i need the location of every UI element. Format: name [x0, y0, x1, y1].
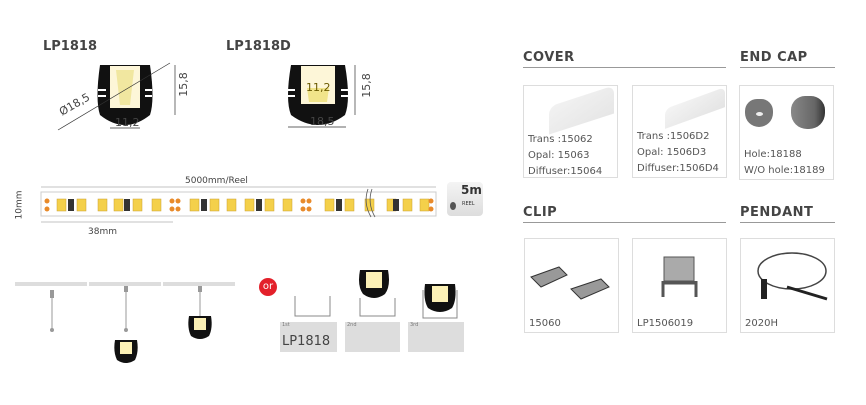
reel-icon	[450, 202, 456, 210]
lp1818d-height: 15,8	[359, 73, 373, 98]
section-title-cover: COVER	[523, 50, 726, 68]
or-badge: or	[259, 278, 277, 296]
led-strip-drawing	[40, 186, 437, 223]
clip-bracket-image	[661, 256, 698, 297]
cover-trans: Trans :15062	[528, 134, 593, 145]
lp1818-height: 15,8	[176, 72, 190, 97]
reel-badge: 5m REEL	[447, 182, 483, 216]
clip-mounting-drawing	[294, 270, 458, 319]
mounting-step-3: 3rd	[408, 322, 464, 352]
end-cap-hole-image	[745, 99, 773, 127]
cover-item-1506d2[interactable]: Trans :1506D2 Opal: 1506D3 Diffuser:1506…	[632, 85, 727, 178]
step-label: 2nd	[347, 322, 357, 328]
cover-diffuser: Diffuser:15064	[528, 166, 603, 177]
clip-item-lp1506019[interactable]: LP1506019	[632, 238, 727, 333]
cover-image	[665, 87, 725, 129]
cover-opal: Opal: 15063	[528, 150, 590, 161]
clip-code: LP1506019	[637, 318, 694, 329]
cover-trans: Trans :1506D2	[637, 131, 710, 142]
cover-item-15062[interactable]: Trans :15062 Opal: 15063 Diffuser:15064	[523, 85, 618, 178]
profile-model-lp1818d: LP1818D	[226, 39, 291, 54]
cover-diffuser: Diffuser:1506D4	[637, 163, 719, 174]
strip-width-label: 10mm	[14, 190, 25, 220]
clip-image	[530, 266, 610, 300]
mounting-step-1: 1st LP1818	[280, 322, 337, 352]
section-title-end-cap: END CAP	[740, 50, 835, 68]
clip-item-15060[interactable]: 15060	[524, 238, 619, 333]
pendant-mounting-steps	[15, 282, 235, 363]
section-title-pendant: PENDANT	[740, 205, 835, 223]
mounting-model-label: LP1818	[282, 334, 331, 349]
clip-code: 15060	[529, 318, 561, 329]
end-cap-no-hole: W/O hole:18189	[744, 165, 825, 176]
end-cap-solid-image	[791, 96, 825, 129]
reel-unit: REEL	[462, 201, 475, 207]
lp1818-profile-drawing	[57, 62, 176, 131]
pendant-item-2020h[interactable]: 2020H	[740, 238, 835, 333]
lp1818-width: 11,2	[115, 116, 140, 129]
section-title-clip: CLIP	[523, 205, 726, 223]
strip-cut-label: 38mm	[88, 227, 117, 237]
reel-value: 5m	[461, 183, 482, 197]
lp1818d-inner: 11,2	[306, 81, 331, 94]
mounting-step-2: 2nd	[345, 322, 400, 352]
cover-image	[549, 85, 614, 135]
pendant-code: 2020H	[745, 318, 778, 329]
end-cap-item[interactable]: Hole:18188 W/O hole:18189	[739, 85, 834, 180]
step-label: 1st	[282, 322, 290, 328]
end-cap-hole: Hole:18188	[744, 149, 802, 160]
strip-length-label: 5000mm/Reel	[185, 176, 248, 186]
profile-model-lp1818: LP1818	[43, 39, 97, 54]
lp1818d-profile-drawing	[287, 65, 356, 128]
pendant-cable-image	[757, 252, 828, 301]
cover-opal: Opal: 1506D3	[637, 147, 707, 158]
step-label: 3rd	[410, 322, 419, 328]
lp1818d-width: 18,5	[310, 115, 335, 128]
